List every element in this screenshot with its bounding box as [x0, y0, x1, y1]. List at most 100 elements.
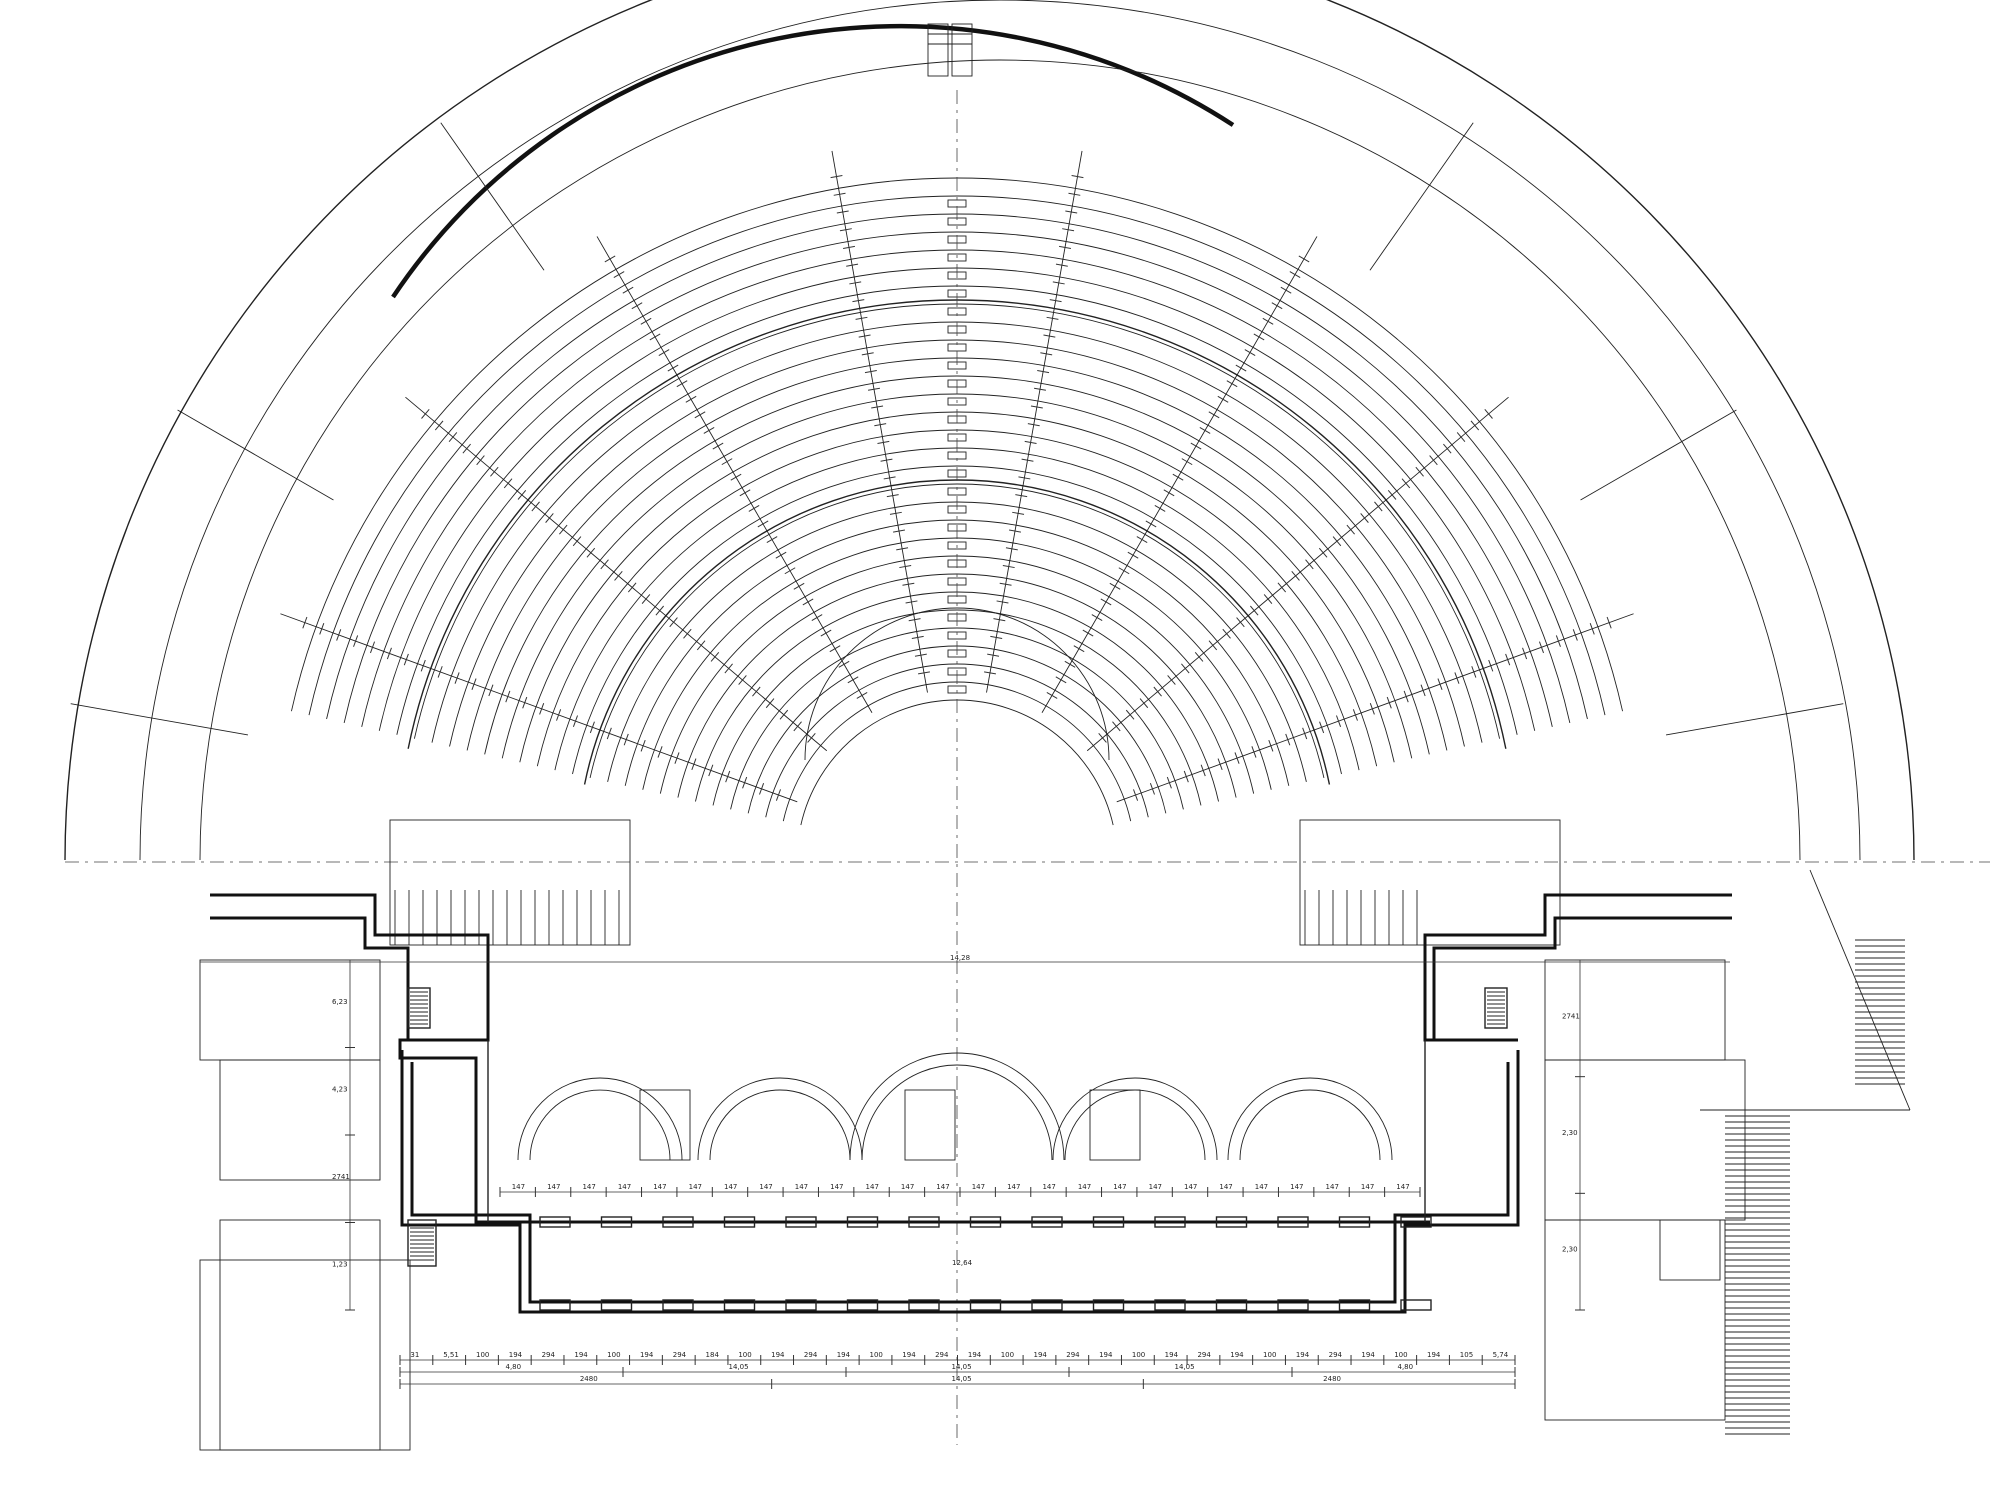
- dim-middle-label: 4,80: [506, 1363, 522, 1371]
- aisle-step: [1589, 622, 1595, 635]
- dim-top-label: 100: [870, 1351, 883, 1359]
- aisle-step: [905, 600, 918, 604]
- pilaster-back: [908, 1299, 940, 1311]
- dim-top-label: 194: [902, 1351, 916, 1359]
- seat-row: [449, 339, 1465, 747]
- aisle-step: [1505, 653, 1511, 666]
- aisle-step: [829, 645, 841, 653]
- aisle-step: [1064, 660, 1076, 668]
- dim-top-label: 194: [1230, 1351, 1244, 1359]
- dim-top-label: 100: [738, 1351, 751, 1359]
- aisle-step: [421, 408, 430, 419]
- dim-colonnade-label: 147: [547, 1183, 560, 1191]
- aisle-step: [802, 598, 814, 606]
- right-exterior-stair: [1725, 939, 1905, 1435]
- aisle-step: [1386, 696, 1392, 709]
- aisle-step: [918, 671, 931, 675]
- dim-left-label: 4,23: [332, 1085, 348, 1093]
- dim-colonnade-label: 147: [1042, 1183, 1055, 1191]
- aisle-step: [1009, 529, 1021, 533]
- aisle-step: [490, 466, 499, 477]
- pilaster-back: [785, 1299, 817, 1311]
- aisle-step: [748, 504, 760, 512]
- aisle-step: [1280, 286, 1292, 294]
- aisle-step: [640, 739, 646, 752]
- dim-colonnade-label: 147: [582, 1183, 595, 1191]
- aisle-step: [710, 651, 720, 662]
- dim-top-label: 194: [837, 1351, 851, 1359]
- aisle-step: [1071, 175, 1084, 179]
- dim-bottom-label: 14,05: [952, 1375, 972, 1383]
- aisle-step: [999, 582, 1012, 586]
- radial-aisle: [986, 150, 1083, 693]
- aisle-step: [838, 660, 850, 668]
- aisle-step: [655, 605, 665, 616]
- dim-top-label: 194: [771, 1351, 785, 1359]
- aisle-step: [658, 349, 670, 356]
- aisle-step: [691, 758, 697, 771]
- aisle-step: [899, 564, 912, 569]
- aisle-step: [336, 629, 342, 641]
- exedra: [1064, 1089, 1206, 1161]
- aisle-step: [712, 442, 724, 450]
- aisle-step: [730, 473, 742, 481]
- exedra: [861, 1064, 1053, 1161]
- dim-top-label: 100: [476, 1351, 489, 1359]
- aisle-step: [1154, 504, 1166, 512]
- aisle-step: [874, 423, 887, 427]
- aisle-step: [725, 770, 731, 783]
- dim-right-label: 2,30: [1562, 1129, 1578, 1137]
- aisle-step: [1235, 364, 1247, 372]
- aisle-step: [1181, 458, 1193, 466]
- pilaster-back: [1031, 1299, 1063, 1311]
- parodos-steps-right: [1304, 890, 1418, 945]
- aisle-step: [1271, 302, 1283, 310]
- aisle-step: [1488, 659, 1494, 672]
- exedra-outer: [517, 1077, 683, 1161]
- aisle-step: [820, 629, 832, 637]
- aisle-step: [993, 618, 1006, 622]
- aisle-step: [454, 672, 460, 684]
- aisle-step: [1360, 513, 1369, 523]
- seat-row: [712, 609, 1202, 806]
- aisle-step: [1277, 582, 1287, 593]
- aisle-step: [1374, 501, 1383, 512]
- pilaster-back: [846, 1299, 879, 1311]
- aisle-step: [757, 520, 769, 528]
- dim-colonnade-label: 147: [759, 1183, 772, 1191]
- aisle-step: [369, 641, 376, 654]
- dim-middle-label: 14,05: [952, 1363, 972, 1371]
- aisle-step: [1443, 443, 1452, 454]
- dim-top-label: 294: [542, 1351, 556, 1359]
- aisle-step: [1163, 489, 1175, 497]
- aisle-step: [893, 529, 905, 533]
- aisle-step: [883, 476, 896, 480]
- aisle-step: [1002, 564, 1015, 569]
- pilaster-front: [600, 1216, 633, 1228]
- aisle-step: [856, 692, 868, 699]
- aisle-step: [545, 513, 554, 523]
- aisle-step: [1606, 616, 1612, 629]
- aisle-step: [1059, 245, 1072, 249]
- aisle-step: [1166, 776, 1172, 789]
- scaenae-frons: [517, 1052, 1393, 1161]
- aisle-step: [784, 567, 796, 575]
- aisle-step: [1332, 536, 1342, 547]
- parodoi: [389, 819, 1561, 946]
- centre-step: [947, 253, 967, 262]
- aisle-step: [522, 696, 528, 709]
- aisle-step: [1118, 567, 1130, 575]
- dim-colonnade-label: 147: [1078, 1183, 1091, 1191]
- aisle-step: [742, 776, 748, 789]
- aisle-step: [606, 727, 612, 740]
- dim-middle-label: 4,80: [1398, 1363, 1414, 1371]
- centre-step: [947, 595, 967, 604]
- dim-colonnade-label: 147: [1255, 1183, 1268, 1191]
- dim-top-label: 194: [509, 1351, 523, 1359]
- pilaster-front: [969, 1216, 1002, 1228]
- aisle-step: [1012, 511, 1025, 515]
- aisle-step: [1387, 489, 1397, 500]
- dim-colonnade-label: 147: [1396, 1183, 1409, 1191]
- pilaster-back: [1400, 1299, 1432, 1311]
- pilaster-back: [723, 1299, 756, 1311]
